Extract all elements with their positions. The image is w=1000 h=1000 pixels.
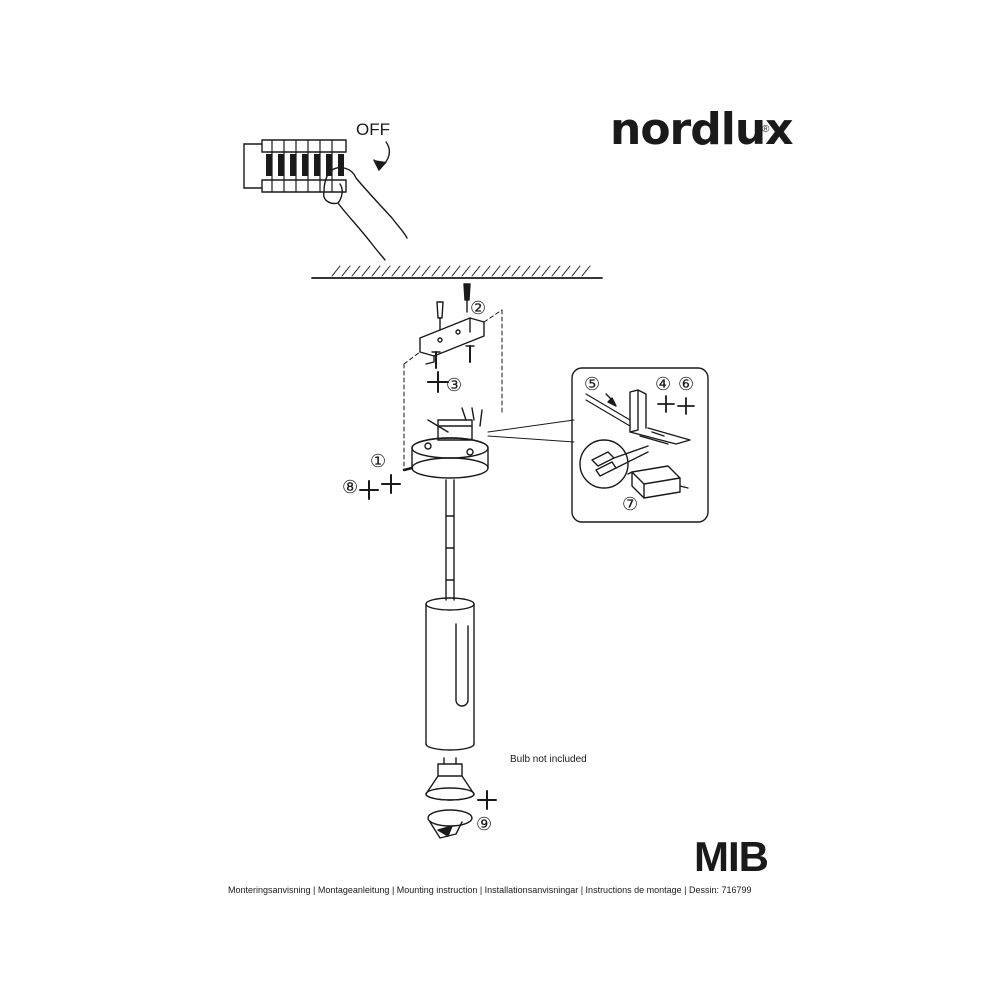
step-3-marker: ③ xyxy=(446,375,463,395)
step-1-marker: ① xyxy=(370,451,387,471)
canopy xyxy=(402,407,489,479)
gu10-bulb xyxy=(425,757,475,801)
detail-callout xyxy=(571,367,709,523)
hand-drawing xyxy=(323,166,408,261)
mounting-bracket xyxy=(419,317,485,365)
screwdriver-icon-4 xyxy=(657,395,675,413)
screwdriver-icon-9 xyxy=(477,790,497,810)
instruction-footer: Monteringsanvisning | Montageanleitung |… xyxy=(228,885,752,895)
bulb-holder xyxy=(427,809,473,839)
off-label: OFF xyxy=(356,120,390,139)
screwdriver-icon-1 xyxy=(381,474,401,494)
screw-dowel-set xyxy=(431,283,475,369)
step-6-marker: ⑥ xyxy=(678,374,695,394)
detail-leader xyxy=(487,419,575,443)
registered-mark: ® xyxy=(762,124,770,135)
step-9-marker: ⑨ xyxy=(476,814,493,834)
lamp-shade xyxy=(425,597,475,751)
alignment-guide xyxy=(403,309,503,471)
pendant-cord xyxy=(445,479,455,601)
breaker-panel xyxy=(243,139,347,193)
screwdriver-icon-8 xyxy=(359,480,379,500)
bulb-note: Bulb not included xyxy=(510,754,587,765)
ceiling xyxy=(311,265,603,279)
step-4-marker: ④ xyxy=(655,374,672,394)
step-2-marker: ② xyxy=(470,298,487,318)
product-name: MIB xyxy=(694,833,769,880)
step-5-marker: ⑤ xyxy=(584,374,601,394)
step-8-marker: ⑧ xyxy=(342,477,359,497)
brand-logo: nordlux xyxy=(610,104,794,155)
screwdriver-icon-3 xyxy=(427,371,449,393)
step-7-marker: ⑦ xyxy=(622,494,639,514)
screwdriver-icon-6 xyxy=(677,397,695,415)
